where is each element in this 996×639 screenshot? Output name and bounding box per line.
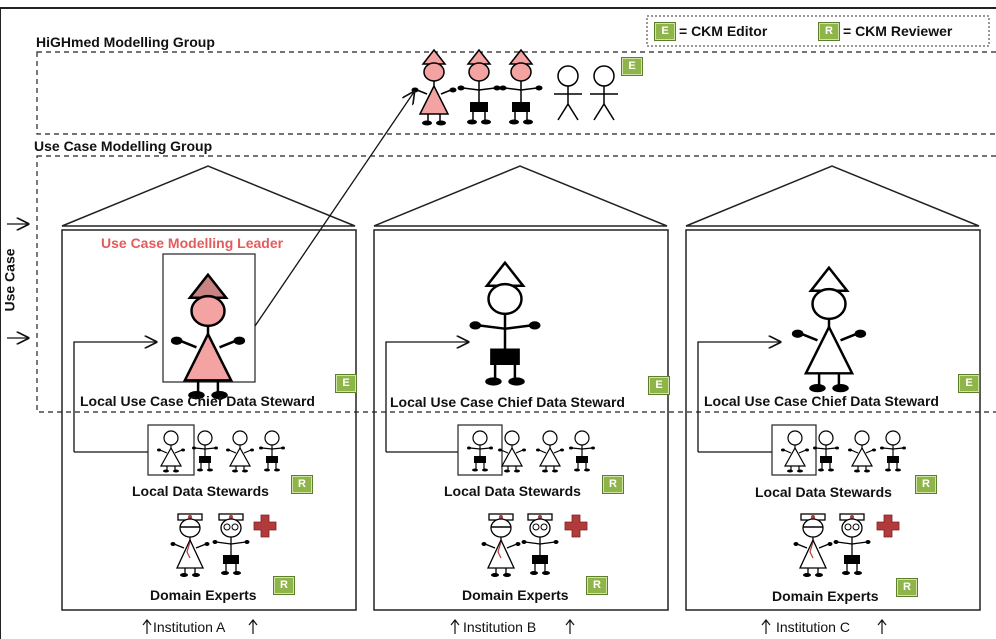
highmed-group-box [36, 51, 996, 135]
stewards-reviewer-badge-c: R [915, 475, 937, 494]
legend-reviewer-badge: R [818, 22, 840, 41]
data-stewards-label-c: Local Data Stewards [755, 484, 892, 500]
legend-editor-badge: E [654, 22, 676, 41]
institution-c [685, 165, 981, 611]
legend-editor-text: = CKM Editor [679, 23, 768, 39]
domain-experts-label-a: Domain Experts [150, 587, 257, 603]
use-case-group-title: Use Case Modelling Group [34, 138, 213, 154]
use-case-side-label: Use Case [1, 248, 18, 312]
stewards-reviewer-badge-b: R [602, 475, 624, 494]
use-case-group-box [36, 155, 996, 413]
highmed-editor-badge: E [621, 57, 643, 76]
institution-a [61, 165, 357, 611]
leader-to-highmed-arrow [254, 92, 414, 327]
institution-b [373, 165, 669, 611]
stewards-reviewer-badge-a: R [291, 475, 313, 494]
highmed-members [410, 49, 619, 127]
footer-arrows [142, 619, 887, 634]
chief-steward-label-b: Local Use Case Chief Data Steward [390, 394, 625, 410]
outer-frame [0, 7, 996, 639]
experts-reviewer-badge-a: R [273, 576, 295, 595]
domain-experts-label-c: Domain Experts [772, 588, 879, 604]
institution-b-footer: Institution B [463, 619, 537, 635]
chief-steward-label-c: Local Use Case Chief Data Steward [704, 393, 939, 409]
domain-experts-label-b: Domain Experts [462, 587, 569, 603]
experts-reviewer-badge-c: R [896, 578, 918, 597]
experts-reviewer-badge-b: R [586, 576, 608, 595]
chief-editor-badge-b: E [648, 376, 670, 395]
institution-a-footer: Institution A [153, 619, 226, 635]
chief-editor-badge-a: E [335, 374, 357, 393]
chief-steward-label-a: Local Use Case Chief Data Steward [80, 393, 315, 409]
data-stewards-label-a: Local Data Stewards [132, 483, 269, 499]
use-case-modelling-leader-label: Use Case Modelling Leader [101, 235, 284, 251]
chief-editor-badge-c: E [958, 374, 980, 393]
data-stewards-label-b: Local Data Stewards [444, 483, 581, 499]
highmed-group-title: HiGHmed Modelling Group [36, 34, 215, 50]
legend-reviewer-text: = CKM Reviewer [843, 23, 953, 39]
institution-c-footer: Institution C [776, 619, 850, 635]
leader-figure [169, 273, 247, 401]
